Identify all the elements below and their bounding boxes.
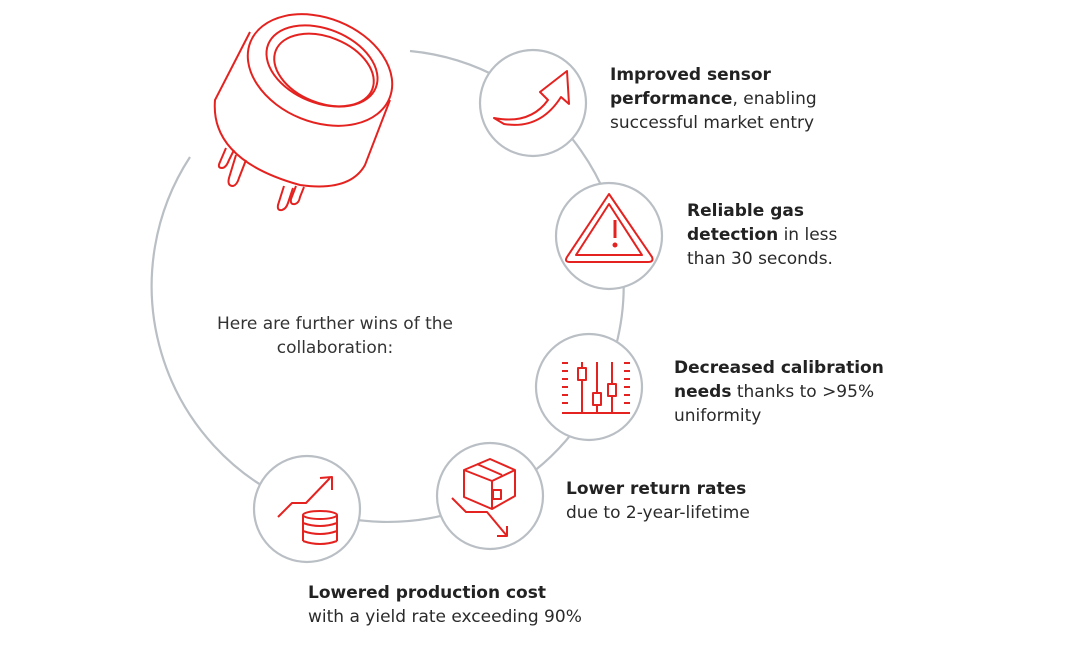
coins-trend-icon: [277, 476, 338, 545]
benefit-2-title: Reliable gas detection: [687, 201, 804, 245]
benefit-5: Lowered production cost with a yield rate…: [308, 581, 628, 629]
benefit-5-desc: with a yield rate exceeding 90%: [308, 607, 582, 627]
node-circle-2: [554, 181, 664, 291]
arrow-up-icon: [493, 70, 570, 126]
calibration-sliders-icon: [562, 362, 630, 414]
warning-icon: [565, 193, 654, 263]
benefit-4-title: Lower return rates: [566, 479, 747, 499]
benefit-2-desc: in less than 30 seconds.: [687, 225, 838, 269]
benefit-2: Reliable gas detection in less than 30 s…: [687, 199, 857, 271]
gas-sensor-icon: [213, 13, 394, 212]
benefit-4-desc: due to 2-year-lifetime: [566, 503, 750, 523]
benefit-3: Decreased calibration needs thanks to >9…: [674, 356, 894, 428]
benefit-1-title: Improved sensor performance: [610, 65, 771, 109]
benefit-4: Lower return rates due to 2-year-lifetime: [566, 477, 826, 525]
intro-text: Here are further wins of the collaborati…: [216, 314, 453, 358]
benefit-3-title: Decreased calibration needs: [674, 358, 884, 402]
box-down-icon: [451, 458, 516, 537]
benefit-1: Improved sensor performance, enabling su…: [610, 63, 840, 135]
node-circle-1: [478, 48, 588, 158]
benefit-3-desc: thanks to >95% uniformity: [674, 382, 875, 426]
benefit-1-desc: , enabling successful market entry: [610, 89, 817, 133]
benefit-5-title: Lowered production cost: [308, 583, 546, 603]
node-circle-5: [252, 454, 362, 564]
